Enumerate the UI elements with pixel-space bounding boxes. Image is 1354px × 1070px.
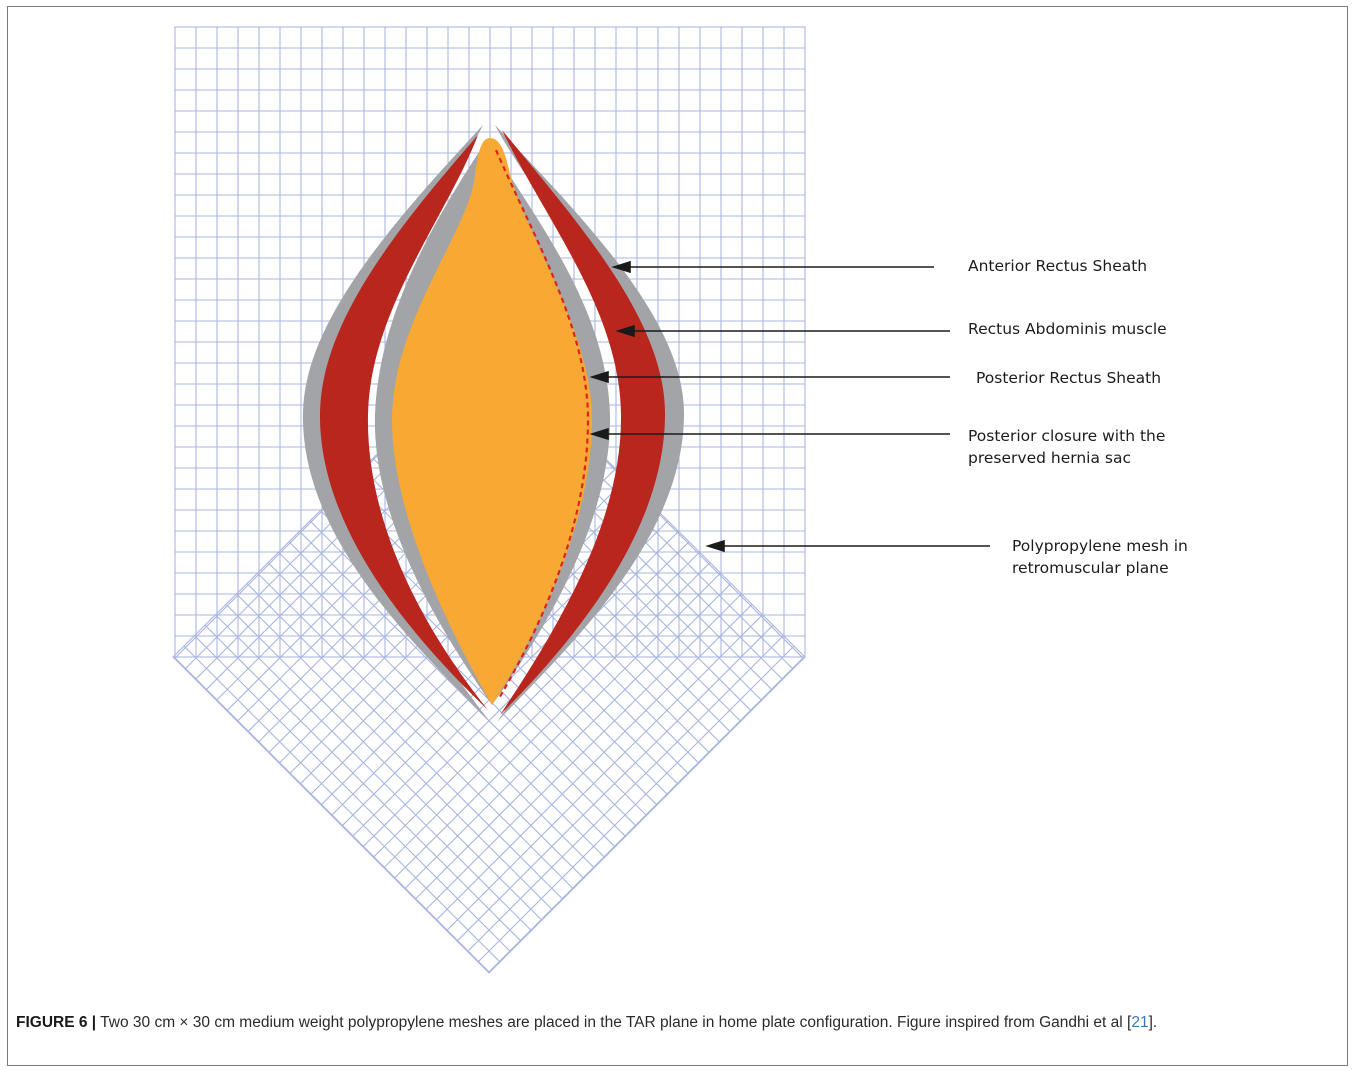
figure-frame xyxy=(7,6,1348,1066)
label-anterior-rectus-sheath: Anterior Rectus Sheath xyxy=(968,257,1148,275)
arrow-head-closure xyxy=(589,427,609,441)
rectus-abdominis-muscle-right xyxy=(500,130,666,715)
caption-text: Two 30 cm × 30 cm medium weight polyprop… xyxy=(96,1014,1132,1031)
figure-label: FIGURE 6 | xyxy=(16,1014,97,1031)
caption-text-end: ]. xyxy=(1148,1014,1158,1031)
label-rectus-abdominis-muscle: Rectus Abdominis muscle xyxy=(968,320,1167,338)
label-posterior-closure-line1: Posterior closure with the xyxy=(968,427,1166,445)
leader-arrows xyxy=(589,260,990,553)
label-posterior-closure-line2: preserved hernia sac xyxy=(968,449,1131,467)
label-posterior-rectus-sheath: Posterior Rectus Sheath xyxy=(976,369,1162,387)
label-mesh-line1: Polypropylene mesh in xyxy=(1012,537,1188,555)
arrow-head-mesh xyxy=(705,539,725,553)
label-polypropylene-mesh: Polypropylene mesh in retromuscular plan… xyxy=(1012,535,1188,579)
rectus-abdominis-muscle-left xyxy=(319,135,488,710)
label-mesh-line2: retromuscular plane xyxy=(1012,559,1169,577)
label-posterior-closure: Posterior closure with the preserved her… xyxy=(968,425,1165,469)
figure-caption: FIGURE 6 | Two 30 cm × 30 cm medium weig… xyxy=(16,1012,1326,1033)
posterior-closure-suture xyxy=(494,149,590,701)
hernia-repair-diagram xyxy=(172,26,990,974)
citation-link[interactable]: 21 xyxy=(1131,1014,1149,1031)
arrow-head-posterior-sheath xyxy=(589,370,609,384)
arrow-head-rectus xyxy=(615,324,635,338)
hernia-sac xyxy=(392,138,592,705)
arrow-head-anterior xyxy=(611,260,631,274)
